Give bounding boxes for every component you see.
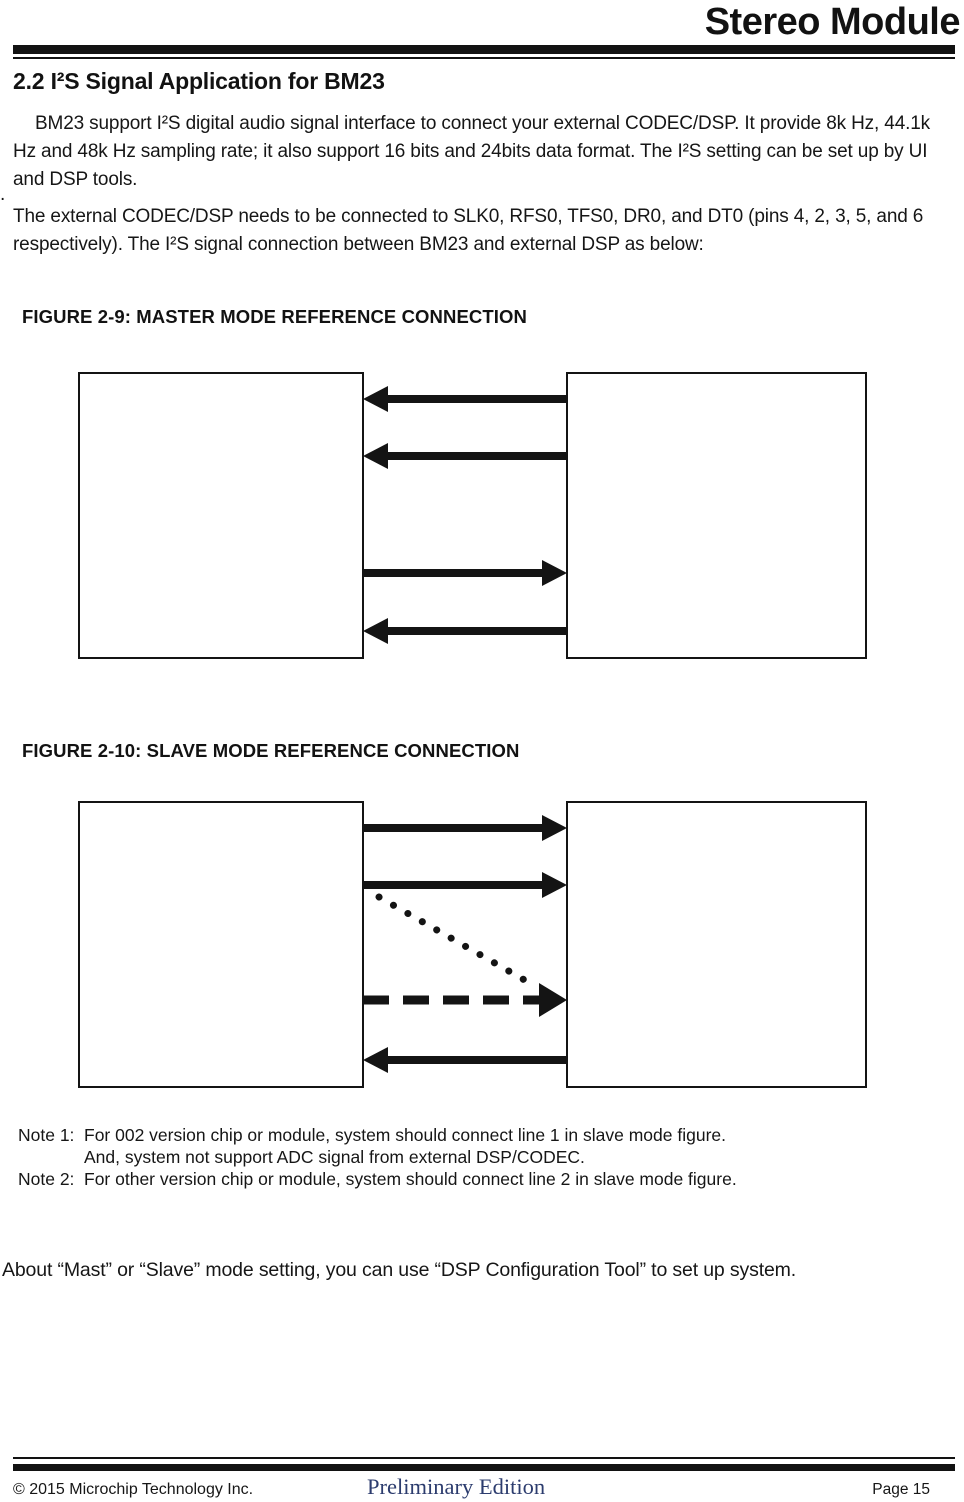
note-row-2: Note 2: For other version chip or module… [18,1168,918,1190]
note-2-label: Note 2: [18,1169,75,1189]
note-2-text: For other version chip or module, system… [84,1168,737,1190]
arrowhead-right [542,815,567,841]
footer-rule-thin [13,1457,955,1459]
arrowhead-right [539,983,567,1017]
footer-edition: Preliminary Edition [367,1474,546,1499]
note-1-line-2: And, system not support ADC signal from … [84,1147,585,1167]
arrowhead-left [363,618,388,644]
header-rule-thin [13,57,955,59]
note-1-text: For 002 version chip or module, system s… [84,1124,726,1168]
arrowhead-left [363,1047,388,1073]
diagram-canvas [78,801,867,1088]
arrowhead-right [542,560,567,586]
footer-copyright: © 2015 Microchip Technology Inc. [13,1481,254,1498]
diagram-canvas [78,372,867,659]
section-heading: 2.2 I²S Signal Application for BM23 [13,68,385,94]
arrowhead-left [363,386,388,412]
left-box [78,801,364,1088]
footer-rule-thick [13,1464,955,1471]
note-row-1: Note 1: For 002 version chip or module, … [18,1124,918,1168]
paragraph-about: About “Mast” or “Slave” mode setting, yo… [2,1259,797,1281]
stray-period: . [0,184,6,205]
figure-2-10-diagram [78,801,868,1089]
paragraph-intro: BM23 support I²S digital audio signal in… [13,113,931,190]
figure-2-9-diagram [78,372,868,660]
right-box [566,801,867,1088]
dotted-connector [375,893,532,986]
page-title: Stereo Module [704,1,961,43]
figure-2-10-caption: FIGURE 2-10: SLAVE MODE REFERENCE CONNEC… [22,740,520,761]
left-box [78,372,364,659]
arrowhead-left [363,443,388,469]
header-rule-thick [13,45,955,54]
note-1-line-1: For 002 version chip or module, system s… [84,1125,726,1145]
note-2-line-1: For other version chip or module, system… [84,1169,737,1189]
right-box [566,372,867,659]
note-1-label: Note 1: [18,1125,75,1145]
arrowhead-right [542,872,567,898]
paragraph-connection: The external CODEC/DSP needs to be conne… [13,206,924,255]
figure-2-9-caption: FIGURE 2-9: MASTER MODE REFERENCE CONNEC… [22,306,527,327]
footer-page-number: Page 15 [872,1481,930,1498]
notes-block: Note 1: For 002 version chip or module, … [18,1124,918,1190]
